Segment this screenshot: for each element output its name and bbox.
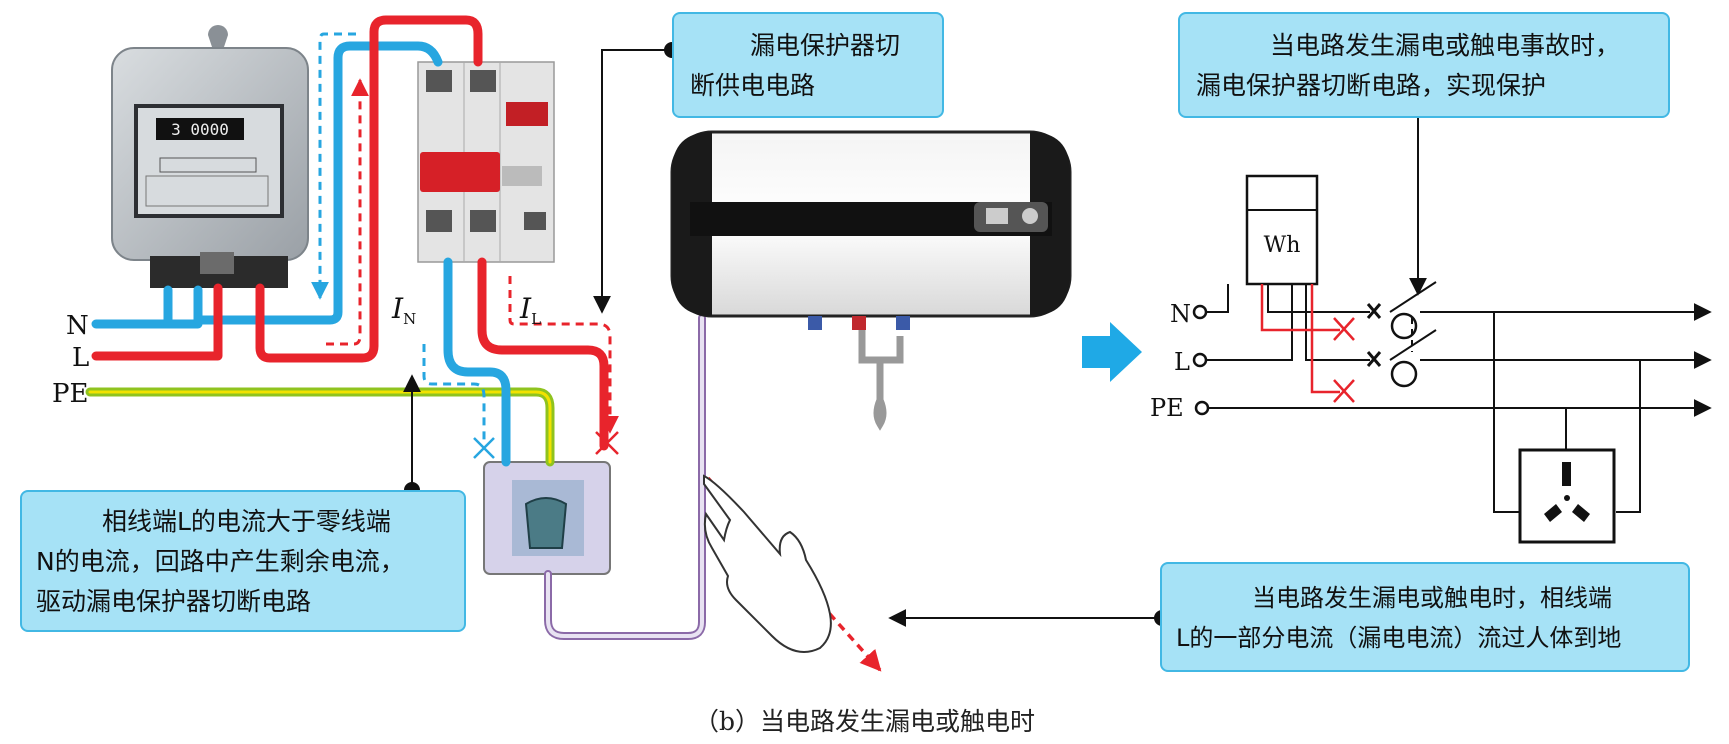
callout-fault-cut-line-2: 漏电保护器切断电路，实现保护 (1196, 71, 1547, 100)
callout-breaker-cut: 漏电保护器切 断供电电路 (672, 12, 944, 118)
terminal-l (1192, 352, 1208, 368)
figure-caption: （b）当电路发生漏电或触电时 (693, 707, 1035, 736)
photo-wires (85, 15, 706, 640)
big-right-arrow (1082, 322, 1142, 382)
schematic-meter (1245, 174, 1319, 286)
callout-leakage-line-1: 当电路发生漏电或触电时，相线端 (1252, 584, 1612, 612)
live-current-arrow-bottom (508, 276, 619, 434)
hand-illustration (703, 474, 832, 653)
photo-label-l: L (72, 343, 89, 373)
socket-cross-marks (473, 431, 619, 459)
live-cross-mark (595, 431, 619, 455)
callout-residual-line-3: 驱动漏电保护器切断电路 (36, 587, 312, 616)
neutral-cross-mark (473, 437, 495, 459)
current-label-n: IN (391, 292, 416, 328)
pointer-breaker-cut (593, 49, 672, 314)
svg-text:3 0000: 3 0000 (171, 120, 229, 139)
callout-leakage-line-2: L的一部分电流（漏电电流）流过人体到地 (1176, 624, 1622, 652)
electricity-meter: 3 0000 (111, 25, 309, 288)
callout-residual-line-2: N的电流，回路中产生剩余电流， (36, 547, 405, 576)
neutral-current-arrow-top (311, 32, 356, 300)
live-current-arrow-top (326, 78, 369, 346)
photo-label-pe: PE (52, 379, 88, 409)
leakage-circuit-breaker (417, 61, 555, 263)
callout-leakage-current: 当电路发生漏电或触电时，相线端 L的一部分电流（漏电电流）流过人体到地 (1160, 562, 1690, 672)
water-heater (670, 130, 1072, 431)
terminal-pe (1194, 400, 1210, 416)
callout-fault-cut: 当电路发生漏电或触电事故时， 漏电保护器切断电路，实现保护 (1178, 12, 1670, 118)
terminal-n (1192, 304, 1208, 320)
current-label-l: IL (519, 292, 541, 328)
callout-residual-line-1: 相线端L的电流大于零线端 (102, 507, 391, 536)
schematic-meter-label: Wh (1264, 233, 1301, 258)
callout-breaker-cut-line-1: 漏电保护器切 (750, 31, 901, 60)
schematic: Wh N L PE (1150, 174, 1712, 544)
callout-breaker-cut-line-2: 断供电电路 (690, 71, 816, 100)
callout-fault-cut-line-1: 当电路发生漏电或触电事故时， (1270, 31, 1621, 60)
schematic-label-n: N (1170, 300, 1191, 328)
wall-socket (483, 461, 611, 575)
schematic-label-l: L (1174, 348, 1190, 376)
photo-label-n: N (66, 311, 89, 341)
callout-residual-current: 相线端L的电流大于零线端 N的电流，回路中产生剩余电流， 驱动漏电保护器切断电路 (20, 490, 466, 632)
neutral-current-arrow-bottom (422, 344, 486, 444)
schematic-label-pe: PE (1150, 394, 1184, 422)
